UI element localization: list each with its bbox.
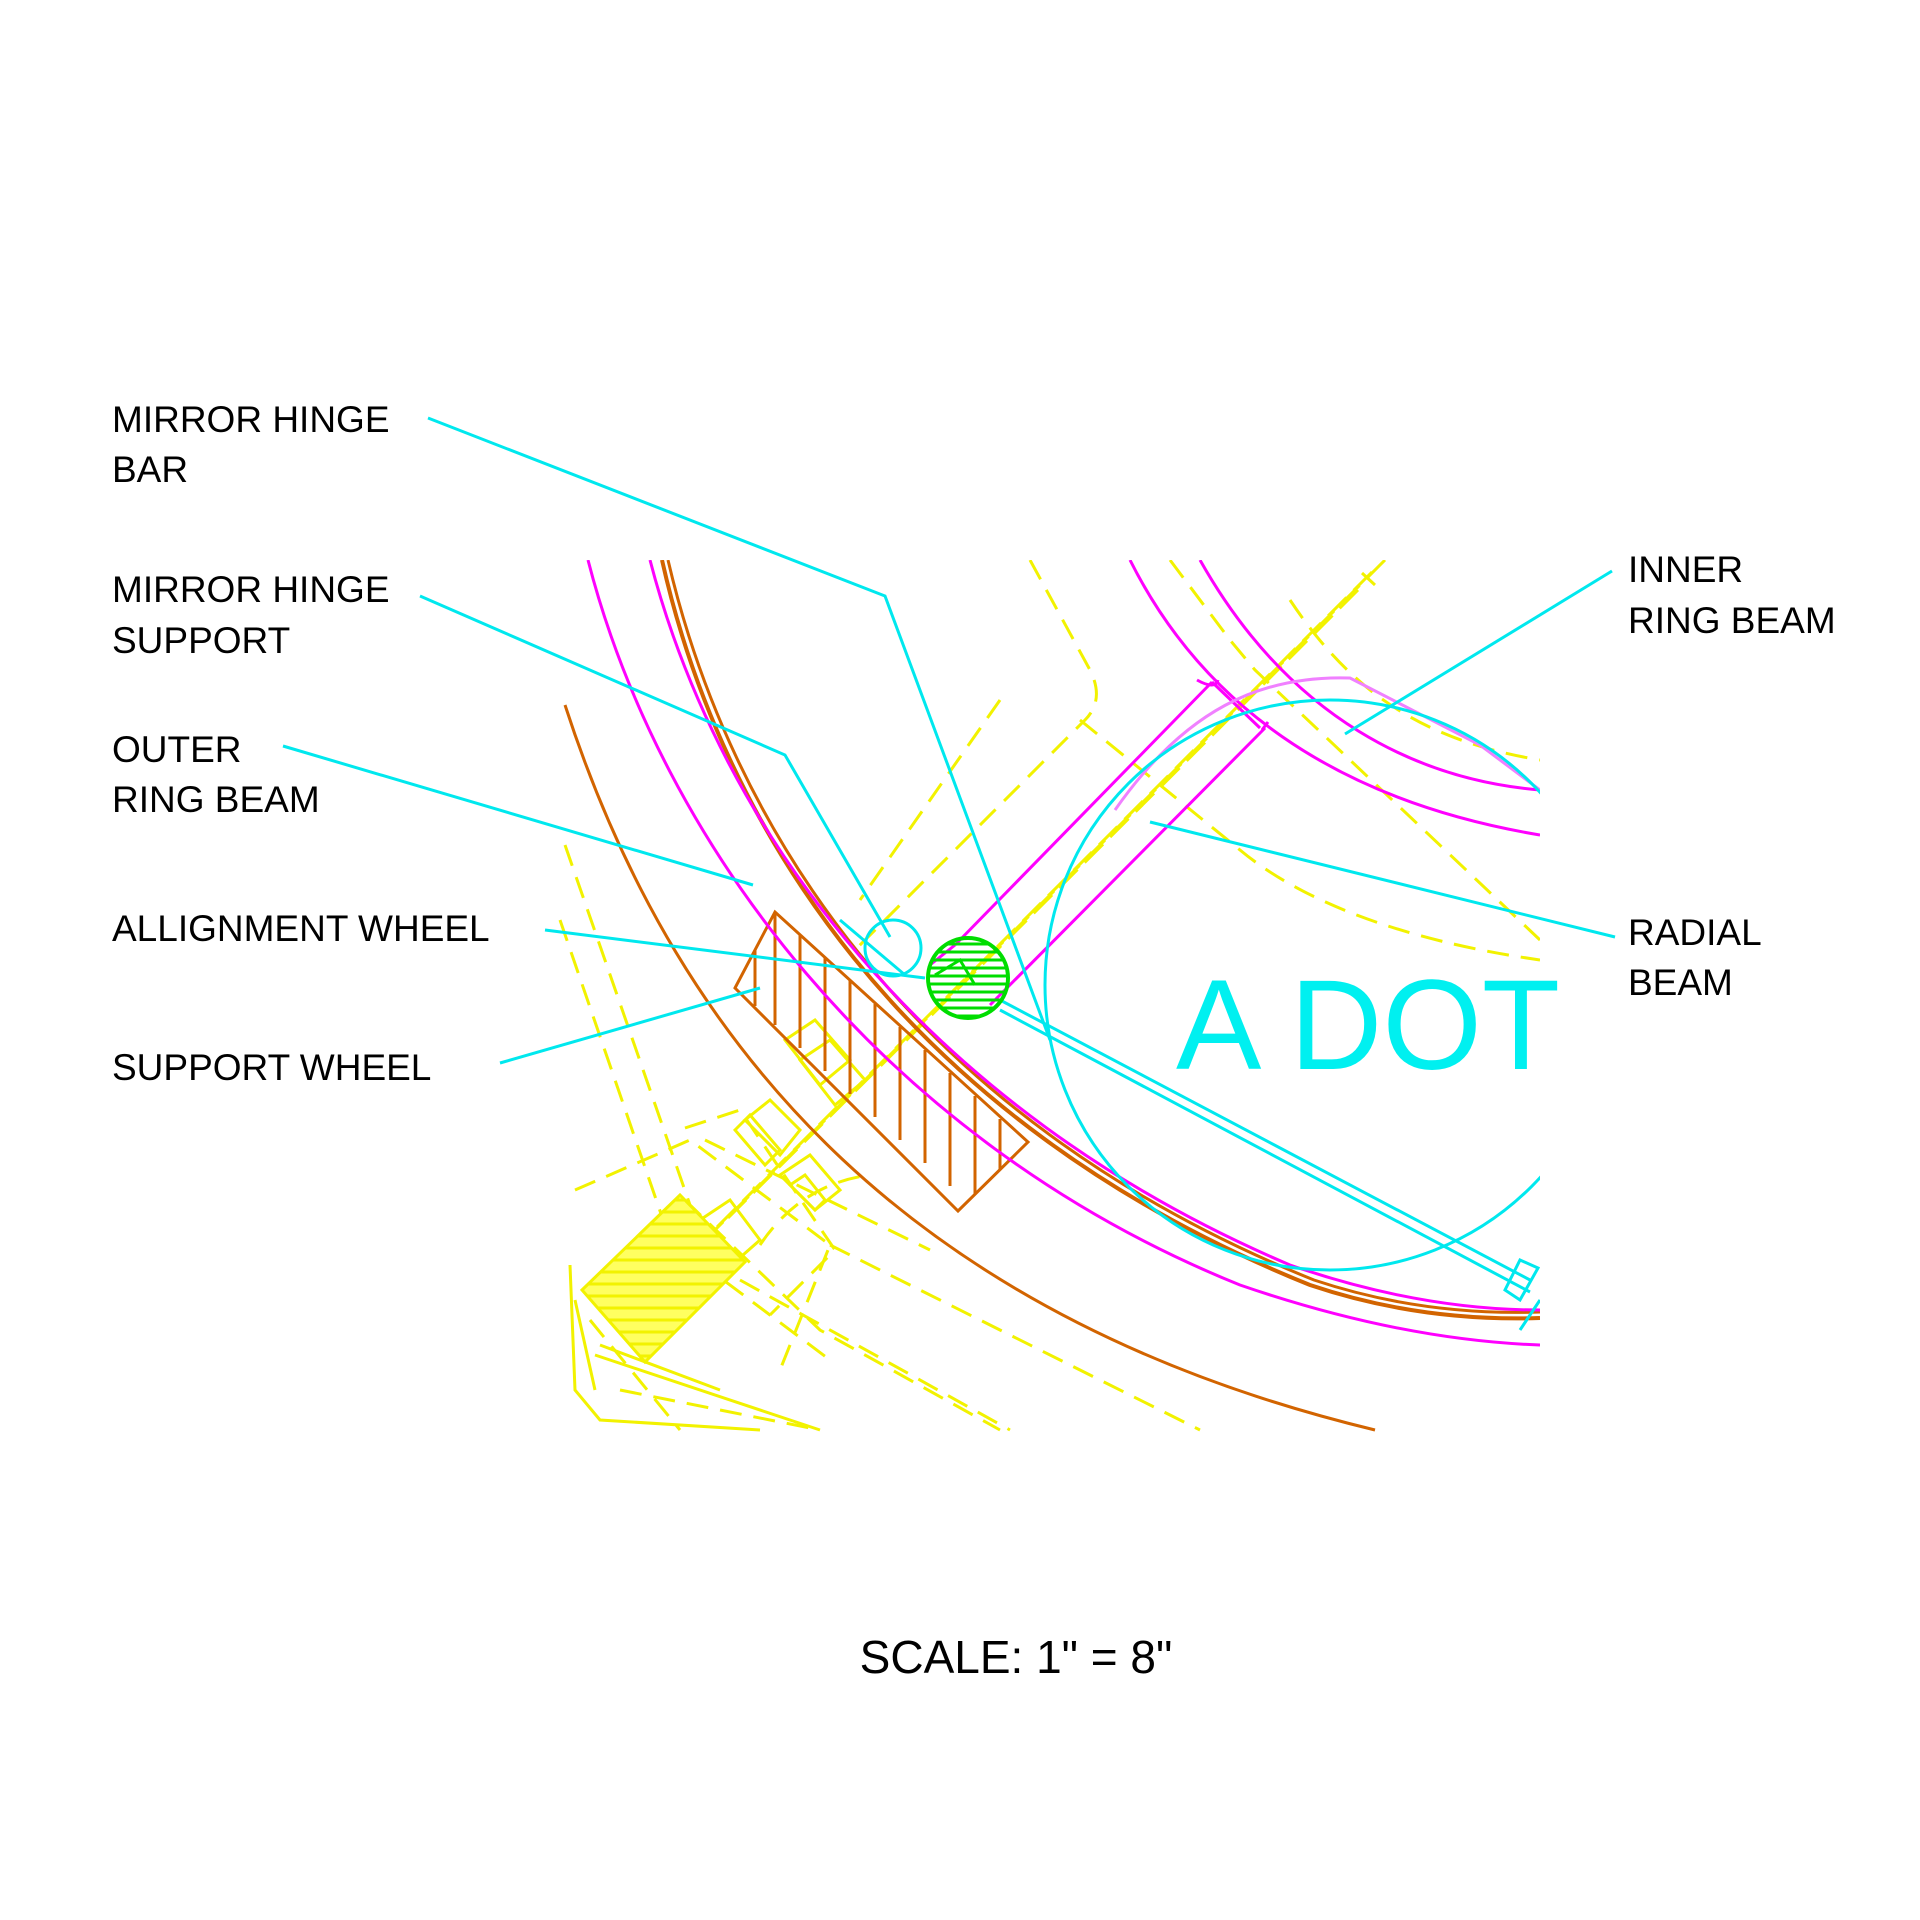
motor-block xyxy=(579,1192,748,1365)
outer-ring-beam-arcs xyxy=(563,560,1540,1432)
leader-inner-ring-beam xyxy=(1344,569,1613,736)
label-radial-beam-line2: BEAM xyxy=(1628,962,1733,1003)
cyan-geometry xyxy=(839,698,1540,1331)
support-wheel-block xyxy=(733,909,1031,1214)
leader-support-wheel xyxy=(499,986,761,1065)
leader-mirror-hinge-support xyxy=(419,594,892,938)
label-support-wheel: SUPPORT WHEEL xyxy=(112,1047,431,1088)
callout-labels: MIRROR HINGE BAR MIRROR HINGE SUPPORT OU… xyxy=(112,399,1836,1088)
label-alignment-wheel: ALLIGNMENT WHEEL xyxy=(112,908,490,949)
label-outer-ring-beam-line2: RING BEAM xyxy=(112,779,320,820)
leader-lines xyxy=(282,416,1616,1065)
label-mirror-hinge-support-line1: MIRROR HINGE xyxy=(112,569,390,610)
leader-radial-beam xyxy=(1149,820,1616,939)
hinge-axis-lines xyxy=(698,560,1387,1247)
label-inner-ring-beam-line1: INNER xyxy=(1628,549,1743,590)
pink-bracket xyxy=(1113,676,1540,811)
leader-outer-ring-beam xyxy=(282,744,754,887)
scale-text: SCALE: 1" = 8" xyxy=(860,1631,1173,1683)
label-mirror-hinge-bar-line2: BAR xyxy=(112,449,188,490)
center-text: A DOT xyxy=(1176,954,1560,1097)
label-inner-ring-beam-line2: RING BEAM xyxy=(1628,600,1836,641)
leader-mirror-hinge-bar xyxy=(427,416,1052,1041)
bolt-and-bracket-parts xyxy=(568,571,1377,1432)
label-mirror-hinge-support-line2: SUPPORT xyxy=(112,620,290,661)
label-mirror-hinge-bar-line1: MIRROR HINGE xyxy=(112,399,390,440)
alignment-wheel xyxy=(926,936,1010,1020)
label-outer-ring-beam-line1: OUTER xyxy=(112,729,242,770)
label-radial-beam-line1: RADIAL xyxy=(1628,912,1762,953)
leader-alignment-wheel xyxy=(544,928,926,980)
